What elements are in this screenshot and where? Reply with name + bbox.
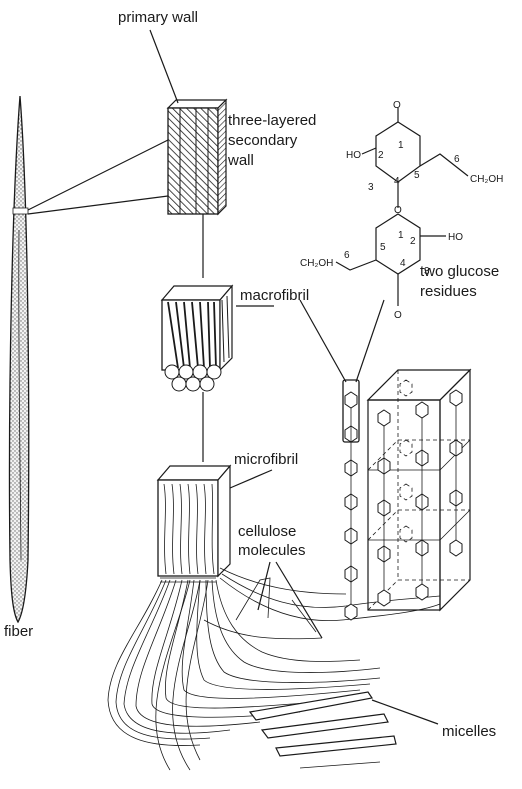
lower-ho-label: HO: [448, 232, 463, 243]
secondary-wall-label-line3: wall: [227, 152, 254, 169]
primary-wall-label: primary wall: [118, 9, 198, 26]
cellulose-leader-2: [276, 562, 322, 638]
cell-wall-block: [168, 100, 226, 214]
primary-wall-leader: [150, 30, 178, 103]
upper-ring-number-5: 5: [414, 170, 420, 181]
fiber-leader-upper: [28, 140, 168, 210]
upper-ring-number-4: 4: [394, 176, 400, 187]
upper-ch2oh-label: CH₂OH: [470, 174, 503, 185]
microfibril-block: [158, 466, 230, 582]
upper-ring-number-3: 3: [368, 182, 374, 193]
upper-ring-number-6: 6: [454, 154, 460, 165]
microfibril-label: microfibril: [234, 451, 298, 468]
cellulose-leader-1: [258, 562, 270, 610]
glucose-label-line2: residues: [420, 283, 477, 300]
lower-ring-number-2: 2: [410, 236, 416, 247]
fiber-label: fiber: [4, 623, 33, 640]
secondary-wall-label-line1: three-layered: [228, 112, 316, 129]
cellulose-label-line1: cellulose: [238, 523, 296, 540]
strands-to-lattice: [204, 568, 440, 639]
microfibril-leader: [230, 470, 272, 488]
fiber-leader-lower: [28, 196, 168, 214]
bridge-o-label: O: [394, 205, 402, 216]
upper-ho-label: HO: [346, 150, 361, 161]
macrofibril-block: [162, 286, 232, 391]
lower-ch2oh-label: CH₂OH: [300, 258, 333, 269]
upper-o-label: O: [393, 100, 401, 111]
glucose-leader-right: [356, 300, 384, 382]
upper-ring-number-1: 1: [398, 140, 404, 151]
micelles-label: micelles: [442, 723, 496, 740]
secondary-wall-label-line2: secondary: [228, 132, 298, 149]
lower-ring-number-5: 5: [380, 242, 386, 253]
glucose-leader-left: [300, 300, 346, 382]
fiber-drawing: [9, 96, 28, 622]
cellulose-lattice: [343, 370, 470, 620]
lower-o-label: O: [394, 310, 402, 321]
lower-ring-number-6: 6: [344, 250, 350, 261]
micelle-strips: [250, 692, 396, 768]
lower-ring-number-4: 4: [400, 258, 406, 269]
lower-ring-number-1: 1: [398, 230, 404, 241]
macrofibril-label: macrofibril: [240, 287, 309, 304]
upper-ring-number-2: 2: [378, 150, 384, 161]
glucose-label-line1: two glucose: [420, 263, 499, 280]
cellulose-label-line2: molecules: [238, 542, 306, 559]
